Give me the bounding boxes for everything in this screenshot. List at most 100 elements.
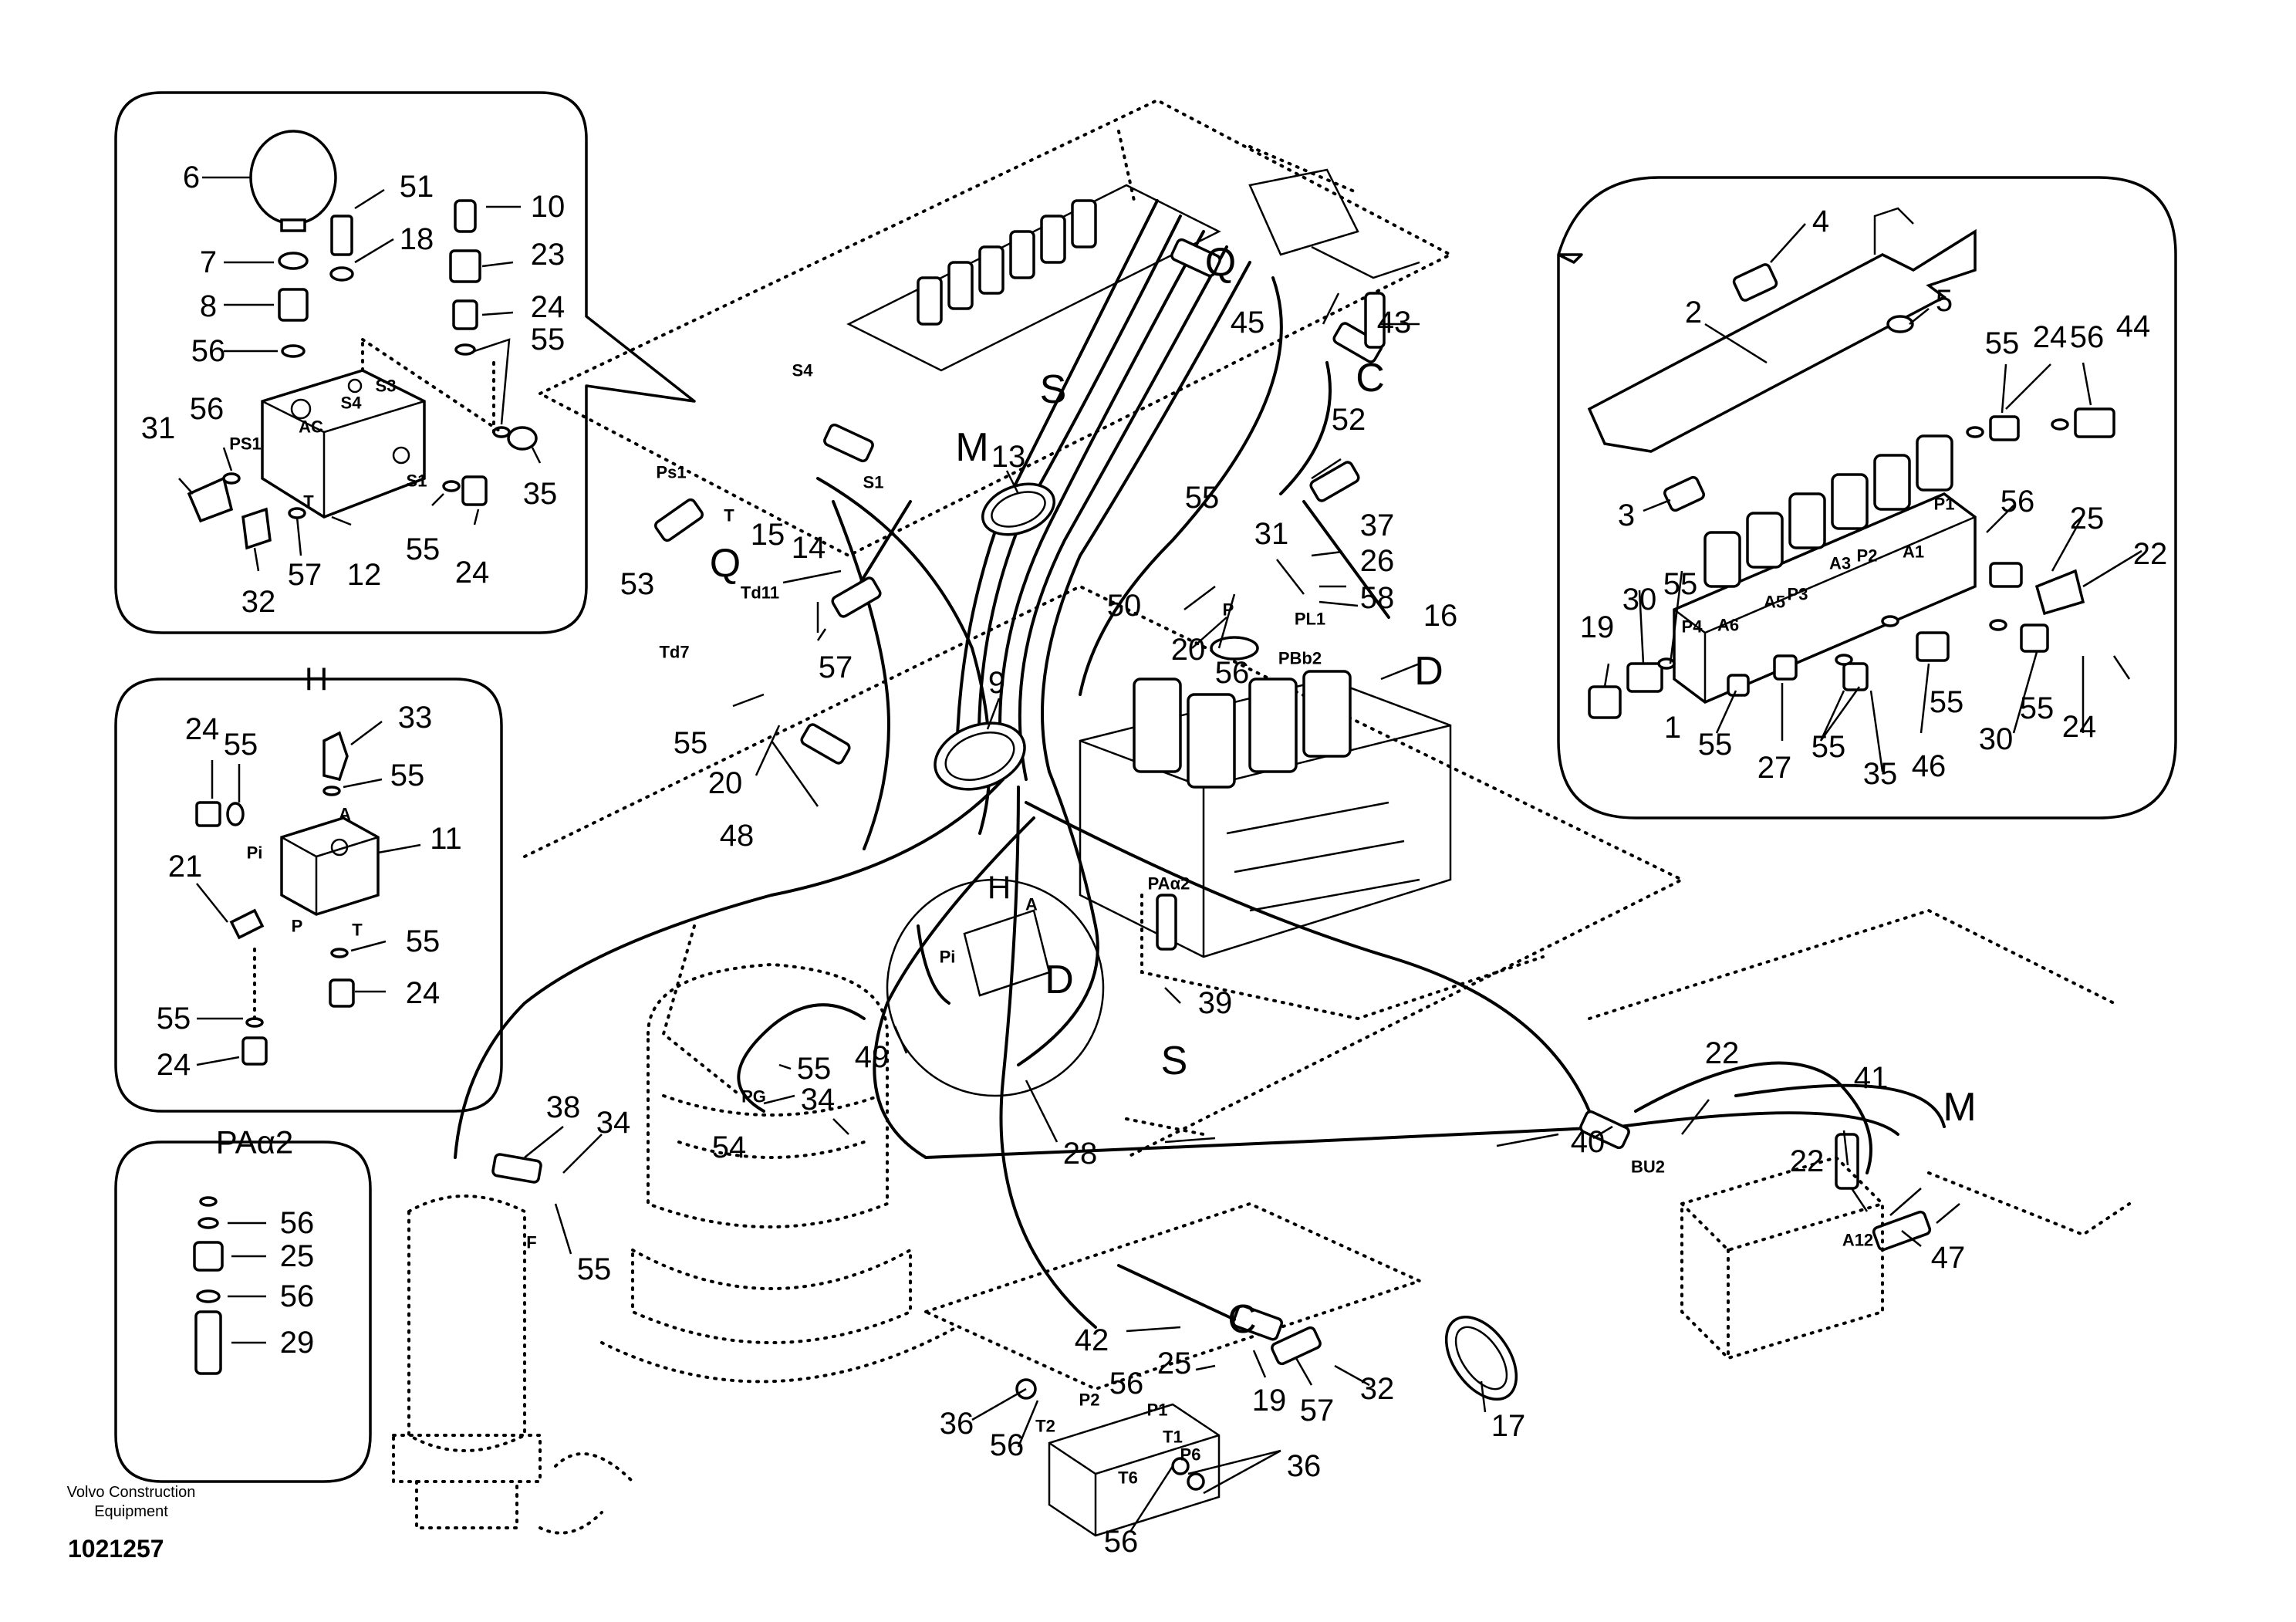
callout-30-tr-b: 30 (1979, 722, 2014, 756)
port-p2: P2 (1857, 546, 1878, 566)
callout-55-tr-c: 55 (1698, 728, 1733, 762)
callout-19-main: 19 (1252, 1384, 1287, 1418)
port-pg: PG (741, 1087, 766, 1107)
callout-55-main-c: 55 (797, 1052, 832, 1086)
callout-24-tl-b: 24 (455, 556, 490, 590)
port-a12: A12 (1842, 1231, 1873, 1250)
port-t6: T6 (1118, 1468, 1138, 1488)
hose-letter-d-right: D (1414, 649, 1443, 694)
port-t-h: T (352, 921, 363, 940)
callout-58: 58 (1360, 581, 1395, 615)
hose-letter-c-top: C (1356, 356, 1385, 400)
hose-fittings (491, 238, 1932, 1366)
callout-35-tl: 35 (523, 477, 558, 511)
center-h-valve-callout (886, 878, 1105, 1097)
callout-10: 10 (531, 190, 566, 224)
swivel-joint-outline (392, 1195, 634, 1535)
callout-53: 53 (620, 567, 655, 601)
callout-38: 38 (546, 1090, 581, 1124)
hose-letter-c-bottom: C (1227, 1297, 1257, 1342)
port-a-center: A (1025, 895, 1038, 914)
main-control-valve (1079, 670, 1545, 1021)
callout-55-tr-b: 55 (1663, 567, 1698, 601)
port-a6: A6 (1717, 616, 1739, 635)
callout-55-h-b: 55 (390, 759, 425, 792)
callout-20-main-a: 20 (708, 766, 743, 800)
callout-1: 1 (1664, 711, 1681, 745)
hose-letter-q-top: Q (1205, 240, 1236, 285)
callout-18: 18 (400, 222, 434, 256)
callout-39: 39 (1198, 986, 1233, 1020)
callout-43: 43 (1377, 306, 1412, 340)
port-t1: T1 (1163, 1428, 1183, 1447)
callout-56-main-d: 56 (1104, 1525, 1139, 1559)
callout-42: 42 (1075, 1323, 1109, 1357)
callout-7: 7 (200, 245, 217, 279)
callout-29: 29 (280, 1326, 315, 1360)
port-pi-center: Pi (940, 948, 956, 967)
callout-56-pa-a: 56 (280, 1206, 315, 1240)
callout-2: 2 (1685, 296, 1702, 329)
port-s1-main: S1 (863, 473, 884, 492)
callout-57-main-b: 57 (1300, 1394, 1335, 1428)
callout-26: 26 (1360, 544, 1395, 578)
port-labels: PS1 AC T S1 S4 S3 P1 A1 P2 A3 P3 A5 A6 P… (229, 361, 1954, 1488)
center-section-h: H (988, 870, 1011, 906)
callout-56-main-b: 56 (1109, 1367, 1144, 1401)
callout-57-tl: 57 (288, 558, 322, 592)
port-a-h: A (339, 805, 351, 824)
callout-56-tr-a: 56 (2070, 320, 2105, 354)
port-a3: A3 (1829, 554, 1851, 573)
callout-31-main: 31 (1254, 517, 1289, 551)
port-td11: Td11 (741, 583, 779, 603)
callout-32-main: 32 (1360, 1372, 1395, 1406)
section-titles: H PAα2 H (216, 661, 1011, 1161)
callout-16: 16 (1423, 599, 1458, 633)
port-ps1: PS1 (229, 434, 262, 454)
port-s3: S3 (376, 377, 397, 396)
callout-56-pa-b: 56 (280, 1279, 315, 1313)
port-pl1: PL1 (1295, 610, 1325, 629)
callout-6: 6 (183, 161, 200, 194)
callout-40: 40 (1571, 1125, 1606, 1159)
callout-20-main-b: 20 (1171, 633, 1206, 667)
port-paa2: PAα2 (1148, 874, 1190, 894)
callout-24-tr-b: 24 (2062, 710, 2097, 744)
upper-solenoid-bank (846, 168, 1420, 372)
callout-13: 13 (991, 440, 1026, 474)
right-manifold-block (1680, 1155, 1884, 1360)
callout-24-tr-a: 24 (2033, 320, 2068, 354)
hose-letter-s-top: S (1040, 367, 1067, 412)
callout-22-tr: 22 (2133, 537, 2168, 571)
port-s4-main: S4 (792, 361, 814, 380)
callout-24-tl-a: 24 (531, 290, 566, 324)
callout-56-main-a: 56 (1215, 656, 1250, 690)
callout-56-tl-a: 56 (191, 334, 226, 368)
hose-letter-d-center: D (1045, 958, 1074, 1002)
callout-21: 21 (168, 850, 203, 884)
callout-32-tl: 32 (241, 585, 276, 619)
section-title-paa2: PAα2 (216, 1124, 294, 1161)
port-p1-bottom: P1 (1147, 1401, 1168, 1420)
machine-frame-outline (523, 98, 2131, 1391)
callout-24-h-b: 24 (406, 976, 441, 1010)
callout-8: 8 (200, 289, 217, 323)
callout-55-tl-b: 55 (406, 532, 441, 566)
port-p2-bottom: P2 (1079, 1391, 1100, 1410)
hose-letter-m-right: M (1943, 1085, 1976, 1130)
callout-56-tr-b: 56 (2001, 485, 2035, 519)
port-bu2: BU2 (1631, 1157, 1665, 1177)
hose-lines (454, 199, 1946, 1329)
callout-44: 44 (2116, 309, 2151, 343)
callout-27: 27 (1757, 751, 1792, 785)
callout-49: 49 (855, 1040, 890, 1074)
port-pbb2: PBb2 (1278, 649, 1322, 668)
callout-52: 52 (1332, 403, 1366, 437)
port-td7: Td7 (659, 643, 689, 662)
hose-letter-q-left: Q (710, 541, 741, 586)
manufacturer-name-line2: Equipment (94, 1503, 168, 1520)
callout-37: 37 (1360, 509, 1395, 542)
hose-letter-s-center: S (1161, 1039, 1188, 1083)
callout-25-tr: 25 (2070, 502, 2105, 536)
